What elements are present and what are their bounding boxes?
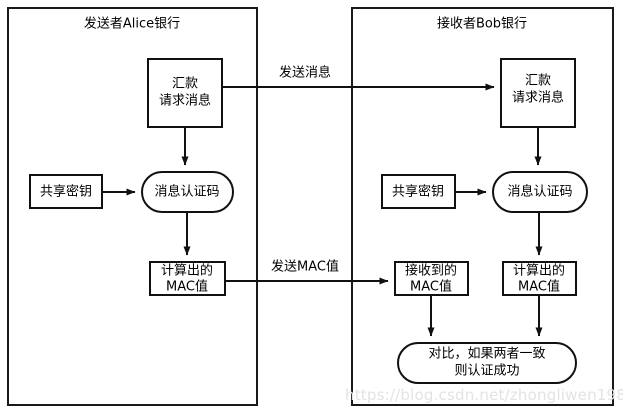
- node-receiver-shared-key[interactable]: 共享密钥: [381, 174, 456, 209]
- panel-receiver-title: 接收者Bob银行: [437, 16, 527, 32]
- node-receiver-compare-line2: 则认证成功: [454, 364, 519, 379]
- node-receiver-received-mac[interactable]: 接收到的 MAC值: [394, 261, 469, 296]
- node-sender-message-line1: 汇款: [172, 77, 198, 92]
- node-sender-mac-function-label: 消息认证码: [154, 184, 219, 200]
- node-receiver-computed-mac[interactable]: 计算出的 MAC值: [502, 261, 577, 296]
- node-receiver-mac-function-label: 消息认证码: [507, 184, 572, 200]
- edge-send-mac-label: 发送MAC值: [271, 259, 339, 275]
- node-sender-message-line2: 请求消息: [159, 93, 211, 109]
- node-receiver-received-mac-box[interactable]: [394, 261, 469, 296]
- node-sender-shared-key-box[interactable]: [29, 174, 103, 209]
- edge-send-message-label: 发送消息: [279, 65, 331, 81]
- node-receiver-computed-mac-box[interactable]: [502, 261, 577, 296]
- node-receiver-message-box[interactable]: [500, 58, 576, 128]
- node-sender-message[interactable]: 汇款 请求消息: [147, 58, 223, 128]
- edge-send-mac: 发送MAC值: [225, 257, 389, 285]
- edge-send-message-label-bg: [270, 63, 340, 82]
- edge-send-message: 发送消息: [222, 63, 495, 91]
- node-sender-mac-function-box[interactable]: [141, 171, 234, 213]
- node-receiver-mac-function[interactable]: 消息认证码: [492, 171, 588, 213]
- panel-sender-title: 发送者Alice银行: [84, 16, 180, 32]
- node-receiver-computed-mac-line2: MAC值: [518, 279, 560, 295]
- node-receiver-mac-function-box[interactable]: [492, 171, 588, 213]
- node-sender-shared-key-label: 共享密钥: [40, 184, 92, 200]
- node-sender-computed-mac-line1: 计算出的: [161, 263, 213, 279]
- node-receiver-received-mac-line2: MAC值: [410, 279, 452, 295]
- node-receiver-message[interactable]: 汇款 请求消息: [500, 58, 576, 128]
- node-receiver-shared-key-label: 共享密钥: [392, 184, 444, 200]
- node-receiver-received-mac-line1: 接收到的: [405, 263, 457, 279]
- node-receiver-message-line1: 汇款: [525, 74, 551, 89]
- node-receiver-message-line2: 请求消息: [512, 90, 564, 106]
- node-receiver-compare[interactable]: 对比，如果两者一致 则认证成功: [397, 342, 577, 384]
- node-sender-computed-mac[interactable]: 计算出的 MAC值: [149, 261, 226, 296]
- edge-send-mac-label-bg: [263, 257, 347, 276]
- node-sender-shared-key[interactable]: 共享密钥: [29, 174, 103, 209]
- node-sender-mac-function[interactable]: 消息认证码: [141, 171, 234, 213]
- node-receiver-compare-line1: 对比，如果两者一致: [428, 346, 545, 362]
- node-sender-message-box[interactable]: [147, 58, 223, 128]
- node-receiver-shared-key-box[interactable]: [381, 174, 456, 209]
- node-sender-computed-mac-box[interactable]: [149, 261, 226, 296]
- node-sender-computed-mac-line2: MAC值: [166, 279, 208, 295]
- node-receiver-computed-mac-line1: 计算出的: [513, 263, 565, 279]
- node-receiver-compare-box[interactable]: [397, 342, 577, 384]
